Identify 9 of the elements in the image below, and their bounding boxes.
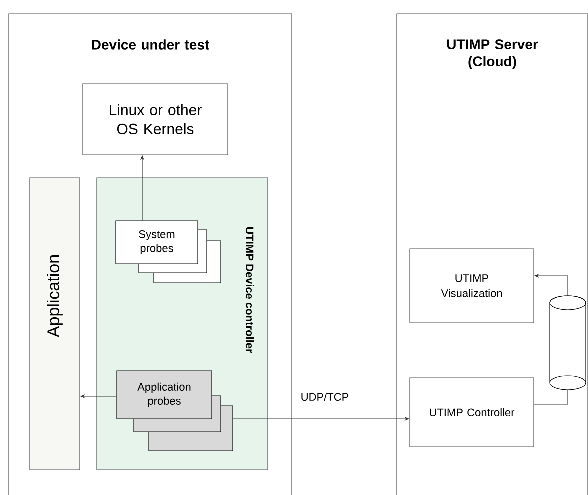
process-box: UTIMP Controller bbox=[410, 378, 534, 448]
edge-label: UDP/TCP bbox=[300, 392, 350, 402]
database-cylinder bbox=[550, 296, 586, 390]
probe-stack: System probes bbox=[116, 220, 222, 284]
process-box: Linux or other OS Kernels bbox=[82, 84, 228, 156]
arrow bbox=[534, 390, 568, 405]
application-bar: Application bbox=[30, 178, 80, 470]
probe-stack: Application probes bbox=[116, 370, 234, 452]
process-box: UTIMP Visualization bbox=[410, 248, 534, 324]
